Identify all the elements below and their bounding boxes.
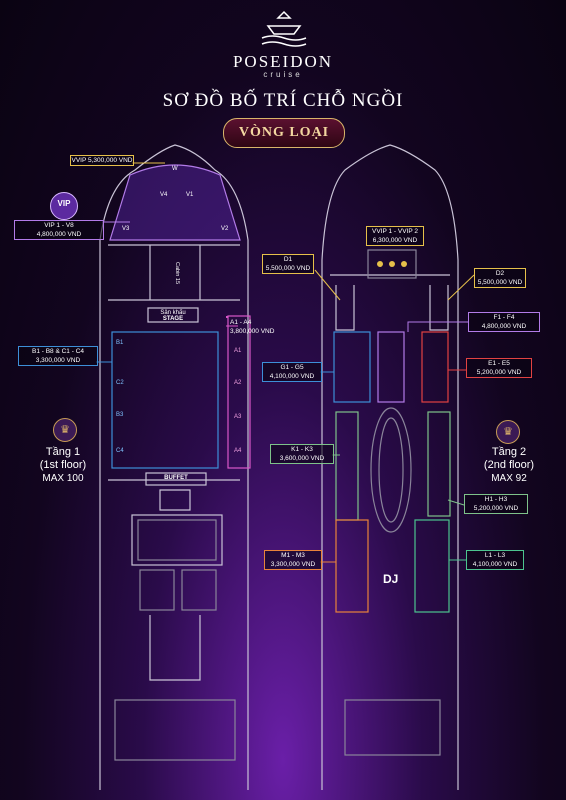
h-label: H1 - H3 5,200,000 VND — [464, 494, 528, 514]
e-name: E1 - E5 — [488, 360, 510, 367]
brand-name: POSEIDON — [232, 52, 334, 71]
f-label: F1 - F4 4,800,000 VND — [468, 312, 540, 332]
table-a2: A2 — [234, 380, 242, 386]
round-badge: VÒNG LOẠI — [223, 118, 345, 148]
vvip2-label: VVIP 1 - VVIP 2 6,300,000 VND — [366, 226, 424, 246]
vvip2-name: VVIP 1 - VVIP 2 — [371, 228, 418, 235]
floor1-info: Tầng 1 (1st floor) MAX 100 — [20, 446, 106, 485]
seat-w: W — [172, 166, 178, 172]
table-a-name: A1 - A4 — [230, 319, 252, 326]
table-a3: A3 — [234, 414, 242, 420]
dj-label: DJ — [383, 572, 399, 586]
k-price: 3,600,000 VND — [279, 455, 325, 462]
l-label: L1 - L3 4,100,000 VND — [466, 550, 524, 570]
floor2-max: MAX 92 — [491, 473, 527, 484]
h-price: 5,200,000 VND — [473, 505, 519, 512]
e-price: 5,200,000 VND — [476, 369, 522, 376]
crown-icon: ♛ — [53, 418, 77, 442]
m-name: M1 - M3 — [281, 552, 305, 559]
k-label: K1 - K3 3,600,000 VND — [270, 444, 334, 464]
seat-v4: V4 — [160, 192, 168, 198]
vvip-label: VVIP 5,300,000 VND — [70, 155, 134, 166]
floor1-name: Tầng 1 — [45, 446, 81, 458]
seat-v3: V3 — [122, 226, 130, 232]
g-label: G1 - G5 4,100,000 VND — [262, 362, 322, 382]
floor1-en: (1st floor) — [39, 459, 87, 471]
floor1-max: MAX 100 — [42, 473, 84, 484]
table-b-c-label: B1 - B8 & C1 - C4 3,300,000 VND — [18, 346, 98, 366]
poseidon-logo-icon — [261, 10, 307, 47]
h-name: H1 - H3 — [484, 496, 508, 503]
table-b1: B1 — [116, 340, 124, 346]
vip-label: VIP 1 - V8 4,800,000 VND — [14, 220, 104, 240]
floor2-en: (2nd floor) — [483, 459, 535, 471]
e-label: E1 - E5 5,200,000 VND — [466, 358, 532, 378]
table-b3: B3 — [116, 412, 124, 418]
g-price: 4,100,000 VND — [269, 373, 315, 380]
f-name: F1 - F4 — [493, 314, 515, 321]
m-label: M1 - M3 3,300,000 VND — [264, 550, 322, 570]
d1-name: D1 — [283, 256, 293, 263]
vip-badge-icon: VIP — [50, 192, 78, 220]
stage-vn: Sân khấu — [160, 310, 186, 316]
table-a-label: A1 - A4 3,800,000 VND — [226, 318, 286, 336]
l-name: L1 - L3 — [484, 552, 506, 559]
vip-name: VIP 1 - V8 — [44, 222, 74, 229]
d2-label: D2 5,500,000 VND — [474, 268, 526, 288]
d1-label: D1 5,500,000 VND — [262, 254, 314, 274]
floor2-info: Tầng 2 (2nd floor) MAX 92 — [466, 446, 552, 485]
crown-icon-2: ♛ — [496, 420, 520, 444]
d1-price: 5,500,000 VND — [265, 265, 311, 272]
table-c4: C4 — [116, 448, 124, 454]
deck1-hull — [99, 144, 251, 790]
g-name: G1 - G5 — [280, 364, 304, 371]
cabin-label: Cabin 15 — [174, 262, 180, 285]
d2-name: D2 — [495, 270, 505, 277]
floor2-name: Tầng 2 — [491, 446, 527, 458]
buffet-label: BUFFET — [164, 475, 188, 481]
seat-v2: V2 — [221, 226, 229, 232]
table-a1: A1 — [234, 348, 242, 354]
stage-label: Sân khấu STAGE — [148, 310, 198, 322]
d2-price: 5,500,000 VND — [477, 279, 523, 286]
f-price: 4,800,000 VND — [481, 323, 527, 330]
vvip2-price: 6,300,000 VND — [372, 237, 418, 244]
l-price: 4,100,000 VND — [472, 561, 518, 568]
table-b-c-name: B1 - B8 & C1 - C4 — [31, 348, 85, 355]
table-c2: C2 — [116, 380, 124, 386]
brand-subtitle: cruise — [263, 70, 303, 79]
page-title: SƠ ĐỒ BỐ TRÍ CHỖ NGỒI — [162, 90, 404, 111]
table-b-c-price: 3,300,000 VND — [35, 357, 81, 364]
deck2-seats — [377, 261, 407, 267]
vip-price: 4,800,000 VND — [36, 231, 82, 238]
deck2-hull — [321, 144, 459, 790]
stage-en: STAGE — [162, 316, 184, 322]
seat-v1: V1 — [186, 192, 194, 198]
table-a4: A4 — [234, 448, 242, 454]
table-a-price: 3,800,000 VND — [230, 328, 275, 335]
k-name: K1 - K3 — [291, 446, 313, 453]
m-price: 3,300,000 VND — [270, 561, 316, 568]
